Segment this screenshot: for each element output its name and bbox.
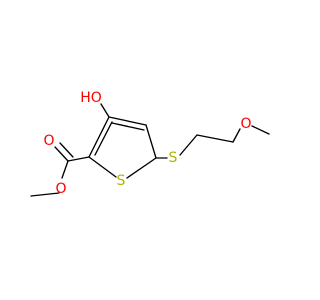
bond-c2-c3-double: [94, 121, 113, 156]
atom-label-thioether-sulfur: S: [169, 150, 178, 166]
bond-c5-s1: [126, 157, 157, 179]
bond-layer: [30, 103, 270, 197]
bond-carbonyl-o-double-b: [59, 142, 74, 158]
bond-o-methyl: [251, 125, 270, 135]
bond-c2-c3: [88, 116, 110, 158]
bond-c3-c4-double: [111, 122, 145, 131]
bond-c2-carbonyl: [67, 156, 90, 162]
bond-ester-o-methyl: [30, 192, 60, 197]
bond-c4-c5: [145, 124, 157, 159]
atom-label-ring-sulfur: S: [117, 173, 126, 189]
bond-ch2-o: [232, 128, 241, 143]
atom-label-carbonyl-oxygen: O: [43, 133, 54, 149]
bond-s1-c2: [88, 156, 117, 178]
bond-c3-oh: [100, 103, 110, 118]
bond-carbonyl-o-double-a: [54, 146, 69, 162]
atom-label-hydroxyl: HO: [80, 90, 102, 106]
atom-label-ether-oxygen: O: [240, 116, 251, 132]
molecule-structure-diagram: HO O O S S O: [30, 90, 270, 197]
atom-label-layer: HO O O S S O: [43, 90, 251, 197]
bond-s-ch2: [179, 134, 198, 156]
bond-carbonyl-o-single: [61, 160, 69, 179]
bond-c3-c4: [108, 116, 147, 126]
atom-label-ester-oxygen: O: [55, 181, 66, 197]
bond-ch2-ch2: [196, 134, 234, 143]
